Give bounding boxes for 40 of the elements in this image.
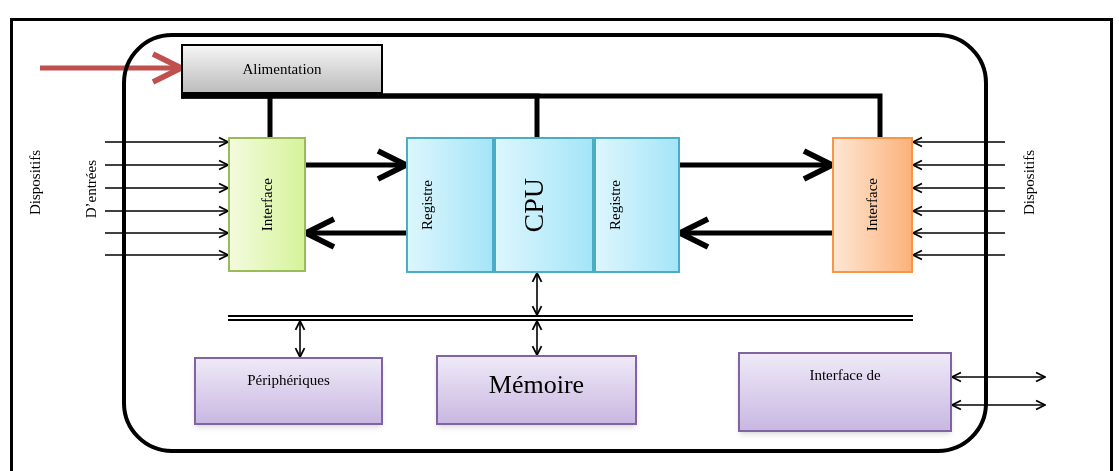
node-label: Périphériques [247,371,330,390]
node-label: Registre [608,180,623,230]
memory-box [436,355,637,425]
node-label: Registre [420,180,435,230]
side-label: D’entrées [84,160,99,219]
arrow [104,159,229,171]
arrow [104,249,229,261]
side-label: Dispositifs [28,150,43,215]
register-box [406,137,494,273]
arrow [912,227,1006,239]
arrow [294,320,306,358]
interface-box [832,137,913,273]
interface-box [738,352,952,432]
arrow [912,136,1006,148]
arrow [104,205,229,217]
arrow [104,136,229,148]
arrow [104,182,229,194]
computer-outline [122,33,988,453]
arrow [531,272,543,316]
arrow [912,249,1006,261]
arrow [531,320,543,356]
node-label: Alimentation [242,59,322,79]
node-label: Interface de [809,366,881,385]
node-label: Interface [865,178,880,232]
arrow [951,371,1046,383]
arrow [104,227,229,239]
register-box [594,137,680,273]
arrow [912,205,1006,217]
peripherals-box [194,357,383,425]
power-supply-box [181,44,383,94]
arrow [951,399,1046,411]
node-label: Interface [259,177,275,232]
arrow [912,159,1006,171]
node-label: Mémoire [488,369,585,401]
bus-line [228,315,913,321]
interface-box [228,137,306,272]
cpu-box [494,137,594,273]
side-label: Dispositifs [1022,150,1037,215]
node-label: CPU [520,177,548,233]
arrow [912,182,1006,194]
